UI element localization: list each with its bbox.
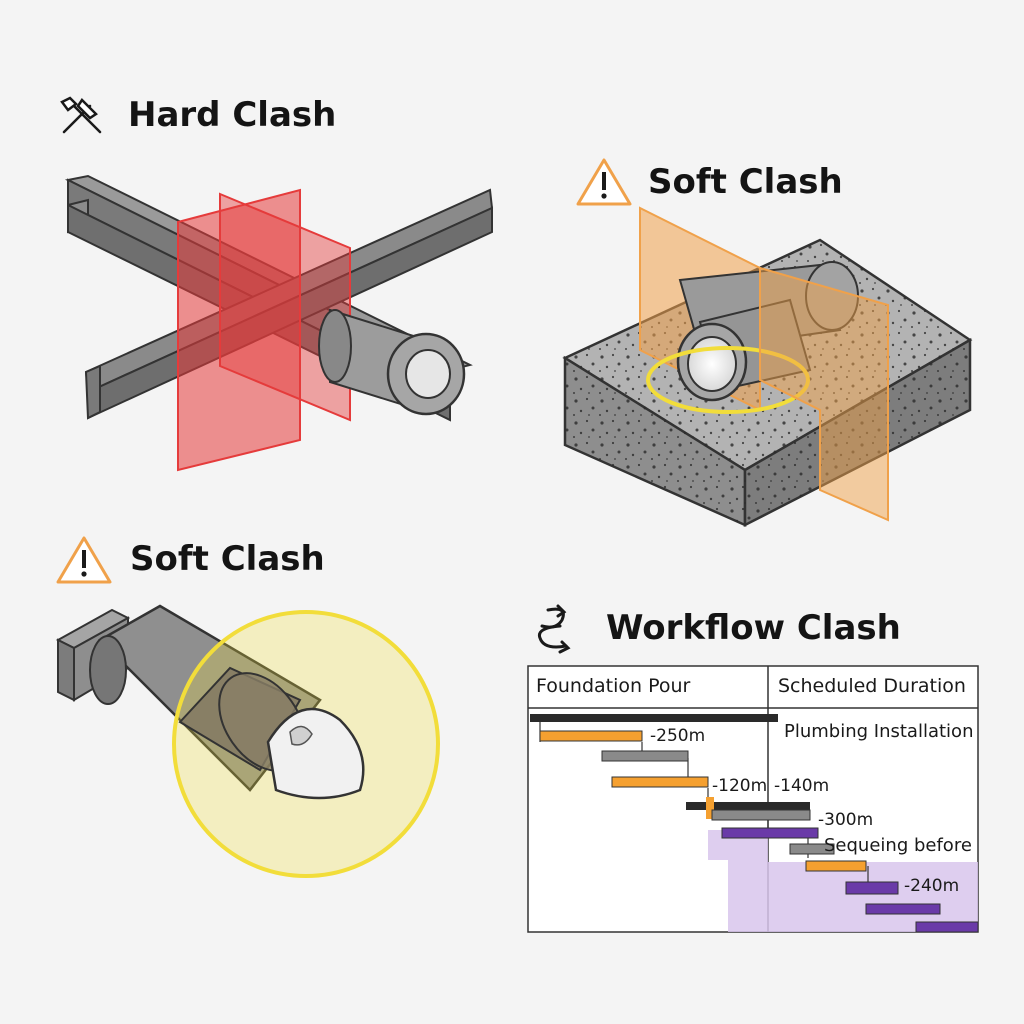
soft-clash-orange-plane-front bbox=[759, 266, 889, 522]
gantt-bar bbox=[611, 776, 709, 788]
soft-clash-slab-title: Soft Clash bbox=[648, 162, 843, 202]
hard-clash-title: Hard Clash bbox=[128, 95, 337, 135]
gantt-bar bbox=[915, 921, 979, 933]
soft-clash-slab-icon bbox=[576, 158, 632, 206]
gantt-bar bbox=[865, 903, 941, 915]
gantt-bar bbox=[711, 809, 811, 821]
gantt-bar bbox=[530, 714, 778, 722]
soft-clash-pipe-icon bbox=[56, 536, 112, 584]
gantt-duration-label: -120m bbox=[712, 776, 768, 796]
gantt-sequencing-label: Sequeing before bbox=[824, 835, 972, 856]
gantt-bar bbox=[805, 860, 867, 872]
soft-clash-pipe-title: Soft Clash bbox=[130, 539, 325, 579]
gantt-col1-header: Foundation Pour bbox=[536, 675, 691, 697]
hard-clash-pipe bbox=[318, 308, 466, 416]
gantt-task-label: Plumbing Installation bbox=[784, 721, 974, 742]
gantt-col2-header: Scheduled Duration bbox=[778, 675, 966, 697]
gantt-bar bbox=[706, 797, 714, 819]
gantt-bar bbox=[789, 843, 835, 855]
soft-clash-pipe-fittings bbox=[178, 666, 365, 800]
gantt-bar bbox=[601, 750, 689, 762]
hard-clash-red-planes bbox=[177, 188, 351, 472]
hard-clash-icon bbox=[60, 96, 102, 134]
gantt-bars bbox=[530, 714, 979, 933]
workflow-clash-title: Workflow Clash bbox=[606, 608, 901, 648]
workflow-clash-icon bbox=[537, 604, 571, 654]
gantt-duration-label: -240m bbox=[904, 876, 960, 896]
gantt-duration-label: -140m bbox=[774, 776, 830, 796]
gantt-duration-label: -250m bbox=[650, 726, 706, 746]
gantt-bar bbox=[686, 802, 810, 810]
gantt-duration-label: -300m bbox=[818, 810, 874, 830]
gantt-bar bbox=[721, 827, 819, 839]
gantt-bar bbox=[539, 730, 643, 742]
gantt-bar bbox=[845, 881, 899, 895]
